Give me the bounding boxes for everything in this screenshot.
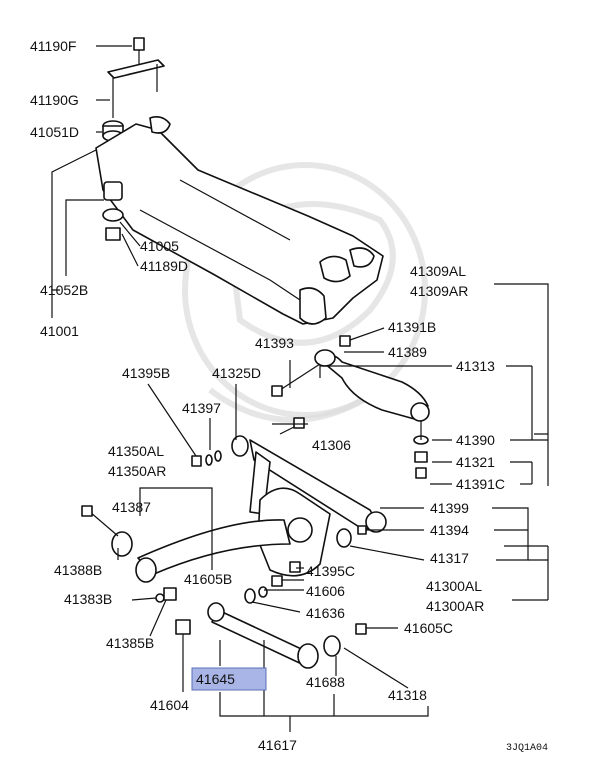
callout-41383B[interactable]: 41383B [64,591,112,607]
callout-labels: 41190F 41190G 41051D 41005 41189D 41052B… [30,38,548,754]
upper-arm-41313 [314,349,430,422]
callout-41636[interactable]: 41636 [306,605,345,621]
callout-41306[interactable]: 41306 [312,437,351,453]
nut-41385B [163,587,177,601]
callout-41388B[interactable]: 41388B [54,562,102,578]
callout-41645[interactable]: 41645 [196,671,235,687]
callout-41399[interactable]: 41399 [430,500,469,516]
balljoint-41390 [413,420,429,445]
callout-41605B[interactable]: 41605B [184,571,232,587]
bolt-41604 [175,619,191,660]
callout-41397[interactable]: 41397 [182,400,221,416]
callout-41001[interactable]: 41001 [40,323,79,339]
crossmember-41001 [95,116,384,325]
bolt-41306 [279,417,305,435]
callout-41391B[interactable]: 41391B [388,319,436,335]
callout-41300AL[interactable]: 41300AL [426,578,482,594]
bushing-41688 [323,635,341,657]
trailing-arm-41387 [111,519,291,583]
callout-41390[interactable]: 41390 [456,432,495,448]
boot-41321 [414,451,428,463]
callout-41604[interactable]: 41604 [150,697,189,713]
washer-41005 [102,208,124,222]
callout-41393[interactable]: 41393 [255,335,294,351]
bushing-41317 [336,528,352,548]
highlight-box-41645 [191,667,267,691]
callout-41605C[interactable]: 41605C [404,620,453,636]
washer-41383B [155,593,165,603]
callout-41051D[interactable]: 41051D [30,124,79,140]
callout-41052B[interactable]: 41052B [40,282,88,298]
washer-41397 [205,450,222,466]
callout-41005[interactable]: 41005 [140,238,179,254]
nut-41391B [339,335,351,347]
callout-41318[interactable]: 41318 [388,687,427,703]
diagram-code: 3JQ1A04 [506,743,548,754]
callout-41350AR[interactable]: 41350AR [108,463,166,479]
callout-41395C[interactable]: 41395C [306,563,355,579]
callout-41313[interactable]: 41313 [456,358,495,374]
callout-41394[interactable]: 41394 [430,522,469,538]
bracket-41190F [107,37,165,100]
washer-41395B [191,455,202,467]
watermark-logo [182,162,428,423]
toe-arm-41617 [207,602,319,669]
nut-41395C [289,561,301,573]
bolt-41605B [271,575,283,587]
callout-41190F[interactable]: 41190F [30,38,76,54]
callout-41389[interactable]: 41389 [388,344,427,360]
washer-41606 [258,586,268,598]
knuckle-41399 [257,487,387,577]
callout-41350AL[interactable]: 41350AL [108,443,164,459]
callout-41688[interactable]: 41688 [306,674,345,690]
callout-41606[interactable]: 41606 [306,583,345,599]
nut-41391C [415,467,427,479]
callout-41300AR[interactable]: 41300AR [426,598,484,614]
callout-41309AL[interactable]: 41309AL [410,263,466,279]
bushing-41325D [231,435,249,457]
callout-41387[interactable]: 41387 [112,499,151,515]
callout-41317[interactable]: 41317 [430,550,469,566]
callout-41309AR[interactable]: 41309AR [410,283,468,299]
nut-41394 [357,525,367,535]
callout-41391C[interactable]: 41391C [456,476,505,492]
callout-41617[interactable]: 41617 [258,737,297,753]
callout-41325D[interactable]: 41325D [212,365,261,381]
leader-lines [51,45,549,732]
callout-41189D[interactable]: 41189D [140,258,188,274]
nut-41189D [105,227,121,241]
bolt-41388B [81,505,119,537]
callout-41321[interactable]: 41321 [456,454,495,470]
bolt-41393 [271,363,321,397]
callout-41395B[interactable]: 41395B [122,365,170,381]
bushing-41052B [103,181,123,201]
callout-41385B[interactable]: 41385B [106,635,154,651]
washer-41636 [244,588,256,604]
callout-41190G[interactable]: 41190G [30,92,79,108]
nut-41605C [355,623,367,635]
